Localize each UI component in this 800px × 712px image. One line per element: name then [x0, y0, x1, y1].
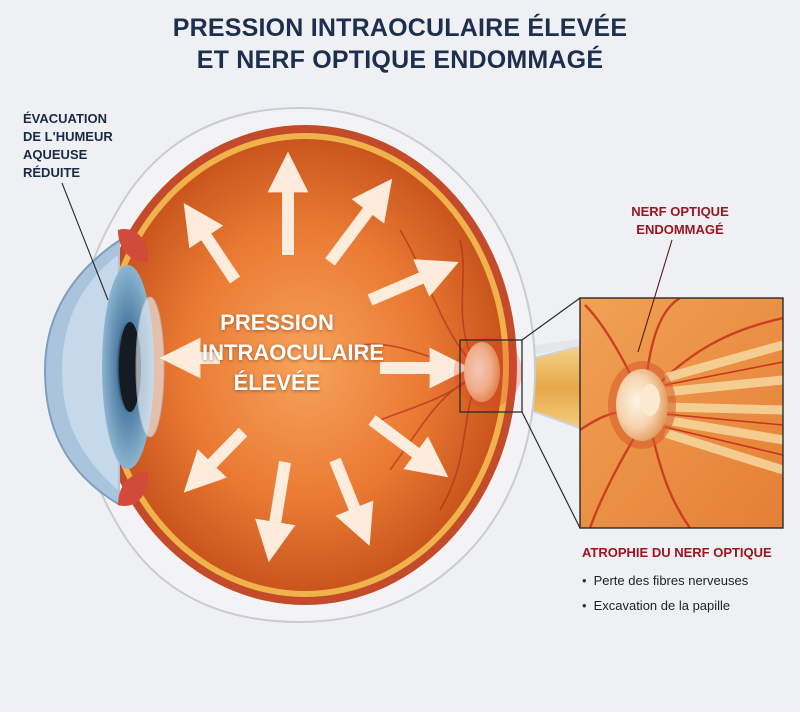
title-line-2: ET NERF OPTIQUE ENDOMMAGÉ [196, 46, 604, 74]
zoom-source-box [459, 339, 523, 413]
atrophy-heading: ATROPHIE DU NERF OPTIQUE [582, 545, 772, 560]
aqueous-label-line: ÉVACUATION [23, 111, 108, 126]
optic-disc-glow [454, 336, 522, 408]
zoom-panel-frame [579, 297, 784, 529]
atrophy-list-item: Excavation de la papille [582, 593, 748, 618]
aqueous-label-line: AQUEUSE [23, 147, 88, 162]
aqueous-label-line: RÉDUITE [23, 165, 81, 180]
pressure-label: PRESSION INTRAOCULAIRE ÉLEVÉE [202, 308, 385, 398]
zoom-panel [580, 298, 783, 528]
title-line-1: PRESSION INTRAOCULAIRE ÉLEVÉE [172, 14, 628, 42]
pressure-label-line: INTRAOCULAIRE [202, 340, 385, 365]
aqueous-outflow-label: ÉVACUATION DE L'HUMEUR AQUEUSE RÉDUITE [23, 110, 113, 182]
pupil [119, 322, 141, 412]
nerve-label-line: ENDOMMAGÉ [636, 222, 724, 237]
nerve-leader-line [637, 239, 673, 353]
pressure-arrows [159, 151, 471, 563]
atrophy-list: Perte des fibres nerveuses Excavation de… [582, 568, 749, 618]
damaged-nerve-label: NERF OPTIQUE ENDOMMAGÉ [600, 203, 760, 239]
nerve-label-line: NERF OPTIQUE [631, 204, 729, 219]
zoom-connector-top [521, 297, 581, 341]
zoom-connector-bottom [521, 411, 581, 529]
lens [135, 296, 165, 438]
pressure-label-line: PRESSION [220, 310, 334, 335]
atrophy-list-item: Perte des fibres nerveuses [582, 568, 749, 593]
aqueous-label-line: DE L'HUMEUR [23, 129, 113, 144]
page-title: PRESSION INTRAOCULAIRE ÉLEVÉE ET NERF OP… [0, 12, 800, 76]
optic-disc [464, 342, 500, 402]
anterior-chamber [62, 255, 118, 490]
ciliary-body-bottom [118, 472, 149, 506]
aqueous-leader-line [61, 182, 109, 301]
ciliary-body-top [118, 229, 149, 262]
pressure-label-line: ÉLEVÉE [233, 370, 321, 395]
